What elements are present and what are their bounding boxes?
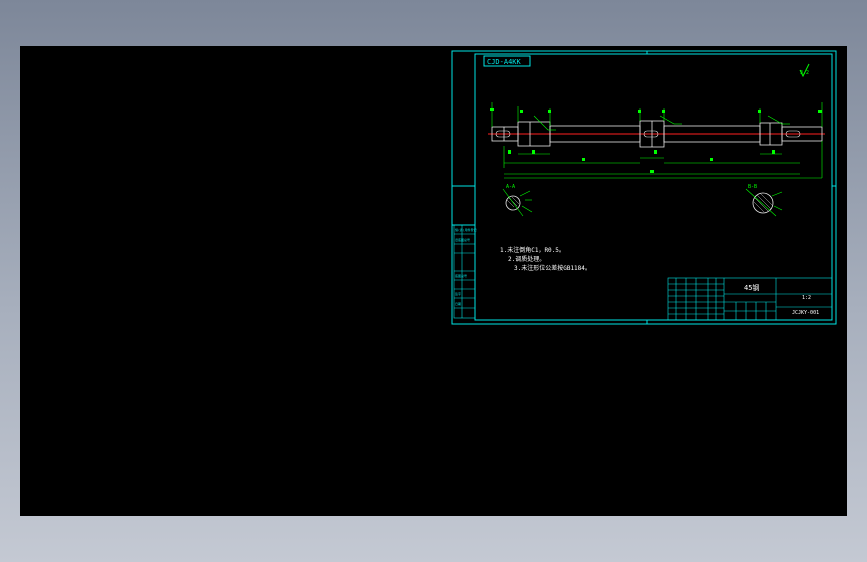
drawing-code-box — [483, 55, 531, 67]
drawing-sheet: CJD-A4KK 3.2 — [451, 50, 837, 325]
inner-frame — [474, 53, 833, 321]
margin-label-5: 日期 — [455, 301, 461, 306]
margin-label-3: 底图总号 — [455, 273, 467, 278]
margin-label-1: 借(通)用件登记 — [455, 227, 477, 232]
note-line-2: 2.调质处理。 — [508, 255, 545, 263]
title-block — [667, 277, 833, 321]
section-a-label: A-A — [506, 184, 515, 190]
roughness-mark: 3.2 — [800, 70, 809, 76]
keyway-slots — [495, 130, 801, 138]
left-margin-table — [453, 224, 476, 319]
drawing-number: JCJKY-001 — [792, 310, 819, 316]
roughness-symbol-icon — [799, 63, 810, 78]
shaft-outline — [491, 120, 823, 148]
note-line-1: 1.未注倒角C1，R0.5。 — [500, 246, 565, 254]
section-b-label: B-B — [748, 184, 757, 190]
dimension-lines — [491, 102, 823, 179]
outer-frame — [451, 50, 837, 325]
section-b-view: B-B — [745, 184, 783, 217]
drawing-code: CJD-A4KK — [487, 58, 522, 66]
dimension-ticks — [490, 108, 822, 173]
scale-value: 1:2 — [802, 295, 811, 301]
cad-viewport[interactable]: CJD-A4KK 3.2 — [20, 46, 847, 516]
material-label: 45钢 — [744, 283, 759, 292]
section-a-view: A-A — [502, 184, 533, 217]
margin-label-2: 旧底图总号 — [455, 237, 470, 242]
margin-label-4: 签字 — [455, 291, 461, 296]
note-line-3: 3.未注形位公差按GB1184。 — [514, 264, 591, 272]
